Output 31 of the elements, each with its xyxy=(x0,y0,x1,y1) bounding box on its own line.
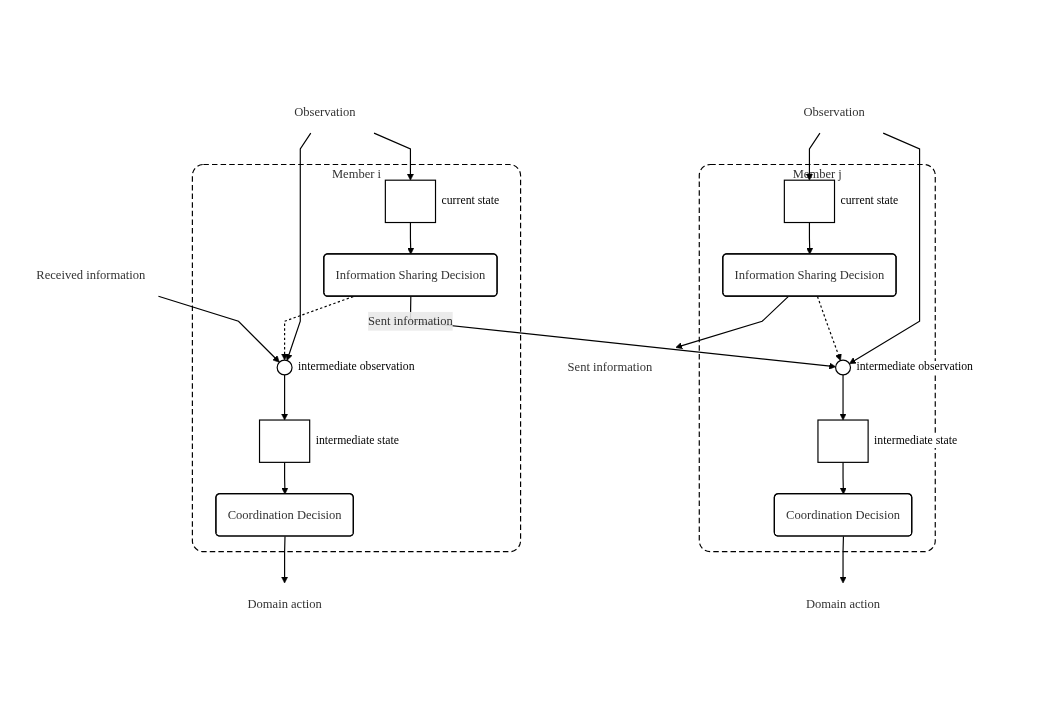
node-circle xyxy=(276,359,293,376)
arrow xyxy=(281,462,289,495)
arrow xyxy=(806,132,821,181)
arrow xyxy=(839,536,847,584)
arrow xyxy=(806,222,814,255)
node-text: Observation xyxy=(294,105,356,119)
node-text: Sent information xyxy=(567,360,653,375)
node-text: Domain action xyxy=(805,597,881,611)
arrow xyxy=(285,132,312,362)
node-box xyxy=(258,419,311,464)
node-text: Received information xyxy=(36,268,146,282)
arrow xyxy=(407,222,415,255)
arrow xyxy=(281,536,289,584)
node-text: Domain action xyxy=(247,597,322,611)
arrow xyxy=(816,296,842,362)
arrow xyxy=(839,374,847,421)
node-text: Observation xyxy=(803,105,865,119)
arrow xyxy=(409,296,836,370)
node-box xyxy=(783,180,836,224)
arrow xyxy=(281,374,289,421)
node-caption: intermediate state xyxy=(874,435,958,448)
arrow xyxy=(373,132,414,181)
edge-label: Sent information xyxy=(368,314,453,328)
arrow xyxy=(839,462,847,495)
arrow xyxy=(675,296,789,350)
node-caption: intermediate observation xyxy=(856,361,973,375)
node-circle xyxy=(835,359,852,376)
arrow xyxy=(849,132,921,365)
node-box xyxy=(817,419,869,464)
arrow xyxy=(157,296,280,363)
node-box xyxy=(384,180,437,224)
